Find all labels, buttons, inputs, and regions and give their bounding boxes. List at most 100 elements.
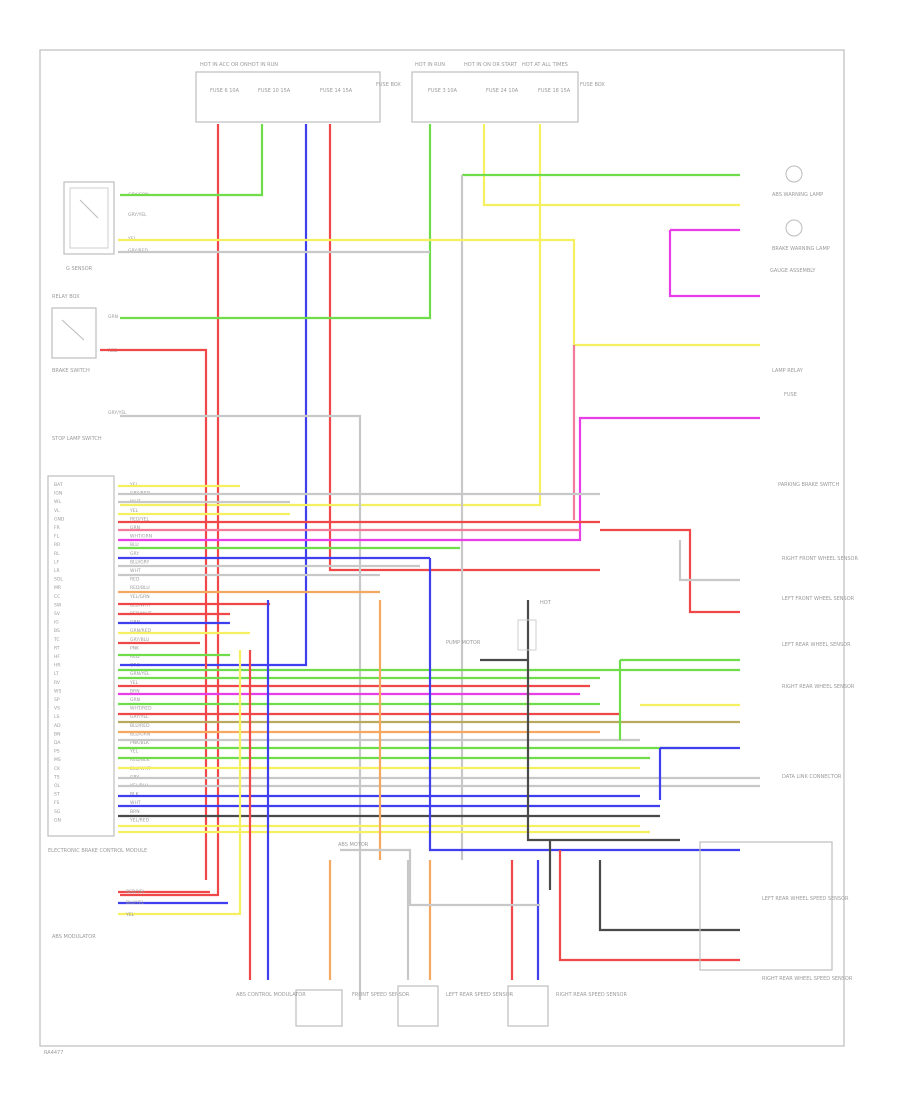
front-sensor-r-label: RIGHT FRONT WHEEL SENSOR [782, 556, 858, 562]
ecm-pin-8: RL [54, 551, 60, 557]
ecm-pin-1: IGN [54, 491, 62, 497]
wire-red-sensor-r [600, 528, 740, 614]
fuse-right-2: FUSE 24 10A [486, 88, 519, 94]
ecm-pin-3: VL [54, 508, 60, 514]
wire-red-fuse14b [328, 124, 600, 572]
ecm-pin-22: LT [54, 671, 59, 677]
lamp-relay-label: LAMP RELAY [772, 368, 804, 374]
fuse-left-header-2: HOT IN RUN [248, 62, 278, 68]
right-components: ABS WARNING LAMP BRAKE WARNING LAMP GAUG… [699, 165, 858, 982]
footer-code: RA4477 [44, 1050, 63, 1056]
hot-label: HOT [540, 600, 552, 606]
ecm-wire-label-9: BLU/GRY [130, 559, 150, 565]
bottom-pin-label-3: YEL [125, 912, 135, 918]
fuse-label: FUSE [784, 392, 797, 398]
fuse-right-header-2: HOT IN ON OR START [464, 62, 518, 68]
ecm-wire-label-10: WHT [130, 568, 141, 574]
ecm-wire-label-11: RED [130, 577, 140, 583]
wire-magenta-gauge [668, 228, 760, 298]
wire-black-pump [526, 600, 680, 842]
wire-blue-lr-sensor [428, 558, 740, 852]
ecm-wire-label-18: GRY/BLU [130, 637, 149, 643]
ecm-pin-38: SG [54, 809, 61, 815]
bottom-pin-label-2: BLU/YEL [126, 900, 145, 906]
relay-caption: RELAY BOX [52, 294, 80, 300]
ecm-wire-label-13: YEL/GRN [129, 594, 150, 600]
cluster-label: ABS CONTROL MODULATOR [236, 992, 306, 998]
fuse-left-3: FUSE 14 15A [320, 88, 353, 94]
rear-sensor-connector-box [699, 841, 833, 971]
wire-black-rr-sensor [598, 860, 740, 932]
ecm-pin-17: BS [54, 628, 60, 634]
front-sensor-l-label: LEFT FRONT WHEEL SENSOR [782, 596, 855, 602]
fuse-right-header-1: HOT IN RUN [415, 62, 445, 68]
ecm-pin-0: BAT [54, 482, 63, 488]
ecm-wire-label-8: GRY [130, 551, 139, 557]
parking-brake-label: PARKING BRAKE SWITCH [778, 482, 840, 488]
fuse-left-1: FUSE 6 10A [210, 88, 240, 94]
left-rear-box-label: LEFT REAR SPEED SENSOR [446, 992, 514, 998]
ecm-pin-31: PS [54, 749, 60, 755]
ecm-pin-29: BN [54, 731, 60, 737]
wire-red-fuse6 [120, 124, 220, 897]
fuse-box-left: HOT IN ACC OR ON HOT IN RUN FUSE 6 10A F… [195, 62, 401, 123]
ecm-pin-21: HR [54, 663, 61, 669]
ecm-pin-26: VS [54, 706, 60, 712]
right-rear-sensor-box-label: RIGHT REAR WHEEL SPEED SENSOR [762, 976, 853, 982]
brake-warning-lamp-icon [785, 219, 803, 237]
ecm-pin-6: FL [54, 534, 60, 540]
ecm-pin-28: AD [54, 723, 61, 729]
ecm-pin-12: MR [54, 585, 61, 591]
ecm-wire-label-37: WHT [130, 800, 141, 806]
ecm-wire-label-4: RED/YEL [130, 516, 150, 522]
ecm-pin-14: SW [54, 602, 62, 608]
ecm-wire-label-31: YEL [129, 749, 139, 755]
ecm-wire-label-36: BLK [130, 792, 140, 798]
ecm-pin-25: SP [54, 697, 60, 703]
ecm-pin-11: SOL [54, 577, 63, 583]
gauge-label: GAUGE ASSEMBLY [770, 268, 816, 274]
ecm-pin-27: LS [54, 714, 60, 720]
wire-magenta-parking [118, 416, 760, 542]
ecm-wire-label-3: YEL [129, 508, 139, 514]
ecm-pin-15: SV [54, 611, 61, 617]
ecm-pin-34: TS [53, 774, 60, 780]
ecm-pin-13: CC [54, 594, 60, 600]
ecm-pin-18: TC [53, 637, 60, 643]
front-sensor-box [295, 989, 343, 1027]
pump-motor-icon [517, 619, 537, 651]
left-rear-sensor-box-label: LEFT REAR WHEEL SPEED SENSOR [762, 896, 849, 902]
ecm-wire-label-22: GRN/YEL [130, 671, 150, 677]
relay-pin-label-1: GRN [108, 314, 118, 320]
stop-lamp-caption: STOP LAMP SWITCH [52, 436, 102, 442]
wire-green-fuse10 [120, 124, 264, 197]
ecm-pin-16: IG [54, 620, 59, 626]
bottom-pin-label-1: RED/YEL [126, 889, 146, 895]
ecm-pin-32: MS [54, 757, 61, 763]
fuse-right-1: FUSE 3 10A [428, 88, 458, 94]
ecm-pin-37: FS [54, 800, 60, 806]
ecm-wire-label-32: RED/BLK [130, 757, 151, 763]
relay-box: RELAY BOX GRN RED BRAKE SWITCH [51, 294, 118, 374]
ecm-wire-label-30: PNK/BLK [130, 740, 150, 746]
ecm-pin-20: HF [54, 654, 60, 660]
ecm-wire-label-26: WHT/RED [130, 706, 152, 712]
front-sensor-box-label: FRONT SPEED SENSOR [352, 992, 410, 998]
wire-red-rr-sensor [558, 850, 740, 962]
ecm-wire-label-29: BLU/GRN [130, 731, 150, 737]
g-pin-label-2: GRY/YEL [128, 212, 147, 218]
ecm-pin-36: ST [54, 792, 60, 798]
ecm-pin-10: LR [54, 568, 60, 574]
ecm-pin-5: FR [54, 525, 60, 531]
ecm-wire-label-25: GRN [130, 697, 140, 703]
abs-warning-lamp-icon [785, 165, 803, 183]
ecm-wire-label-38: BRN [130, 809, 140, 815]
ecm-wire-label-17: GRN/RED [130, 628, 151, 634]
ecm-pin-39: GN [54, 817, 61, 823]
ecm-wire-label-14: BLU/WHT [130, 602, 151, 608]
g-sensor-caption: G SENSOR [66, 266, 93, 272]
ecm-pin-35: OL [54, 783, 61, 789]
